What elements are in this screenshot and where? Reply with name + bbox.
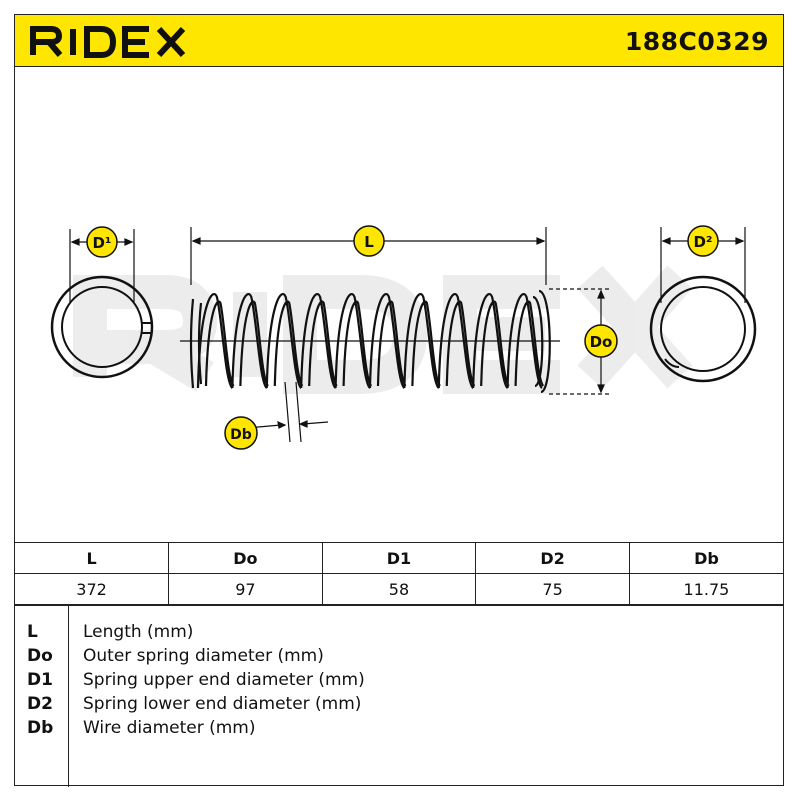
specs-value-l: 372: [15, 573, 170, 605]
upper-end-ring: [50, 275, 154, 379]
legend-desc: Outer spring diameter (mm): [83, 646, 324, 666]
d2-label: D²: [693, 233, 712, 251]
legend-item: D1 Spring upper end diameter (mm): [15, 668, 783, 692]
length-label: L: [364, 233, 374, 251]
specs-value-d1: 58: [321, 573, 477, 605]
specs-value-row: 372 97 58 75 11.75: [15, 573, 783, 605]
d2-badge: D²: [687, 225, 719, 257]
product-sheet: 188C0329 D¹: [14, 14, 784, 787]
lower-end-ring: [649, 275, 757, 383]
specs-value-d2: 75: [475, 573, 630, 605]
ridex-logo-mark: [30, 26, 186, 58]
specs-table: L Do D1 D2 Db 372 97 58 75 11.75: [15, 542, 783, 605]
legend: L Length (mm) Do Outer spring diameter (…: [15, 605, 783, 787]
legend-divider: [68, 606, 69, 787]
specs-header-l: L: [15, 542, 170, 574]
legend-key: D1: [27, 670, 53, 690]
wire-diameter-badge: Db: [224, 416, 258, 450]
legend-desc: Wire diameter (mm): [83, 718, 256, 738]
specs-header-do: Do: [168, 542, 323, 574]
legend-desc: Spring upper end diameter (mm): [83, 670, 365, 690]
header-bar: 188C0329: [15, 15, 783, 67]
d1-label: D¹: [92, 234, 111, 252]
legend-key: L: [27, 622, 38, 642]
legend-desc: Spring lower end diameter (mm): [83, 694, 362, 714]
specs-header-db: Db: [628, 542, 783, 574]
legend-key: Db: [27, 718, 54, 738]
outer-diameter-badge: Do: [584, 324, 618, 358]
specs-header-row: L Do D1 D2 Db: [15, 542, 783, 574]
brand-logo: [25, 21, 200, 65]
legend-item: D2 Spring lower end diameter (mm): [15, 692, 783, 716]
d1-dimension: [69, 229, 135, 303]
part-number: 188C0329: [624, 27, 769, 56]
legend-key: Do: [27, 646, 53, 666]
d1-badge: D¹: [86, 226, 118, 258]
specs-value-db: 11.75: [628, 573, 783, 605]
legend-desc: Length (mm): [83, 622, 194, 642]
specs-value-do: 97: [168, 573, 323, 605]
wire-diameter-label: Db: [230, 427, 252, 443]
coil-wire: [196, 292, 545, 389]
outer-diameter-label: Do: [590, 333, 613, 351]
watermark: [73, 265, 693, 394]
coil-left-end: [189, 298, 203, 389]
wire-diameter-dimension: [246, 381, 329, 443]
specs-header-d2: D2: [475, 542, 630, 574]
outer-diameter-dimension: [549, 288, 611, 395]
legend-key: D2: [27, 694, 53, 714]
spring-diagram: D¹ L Do: [50, 225, 757, 450]
legend-item: Db Wire diameter (mm): [15, 716, 783, 740]
specs-header-d1: D1: [321, 542, 477, 574]
length-badge: L: [353, 225, 385, 257]
legend-item: Do Outer spring diameter (mm): [15, 644, 783, 668]
legend-item: L Length (mm): [15, 620, 783, 644]
